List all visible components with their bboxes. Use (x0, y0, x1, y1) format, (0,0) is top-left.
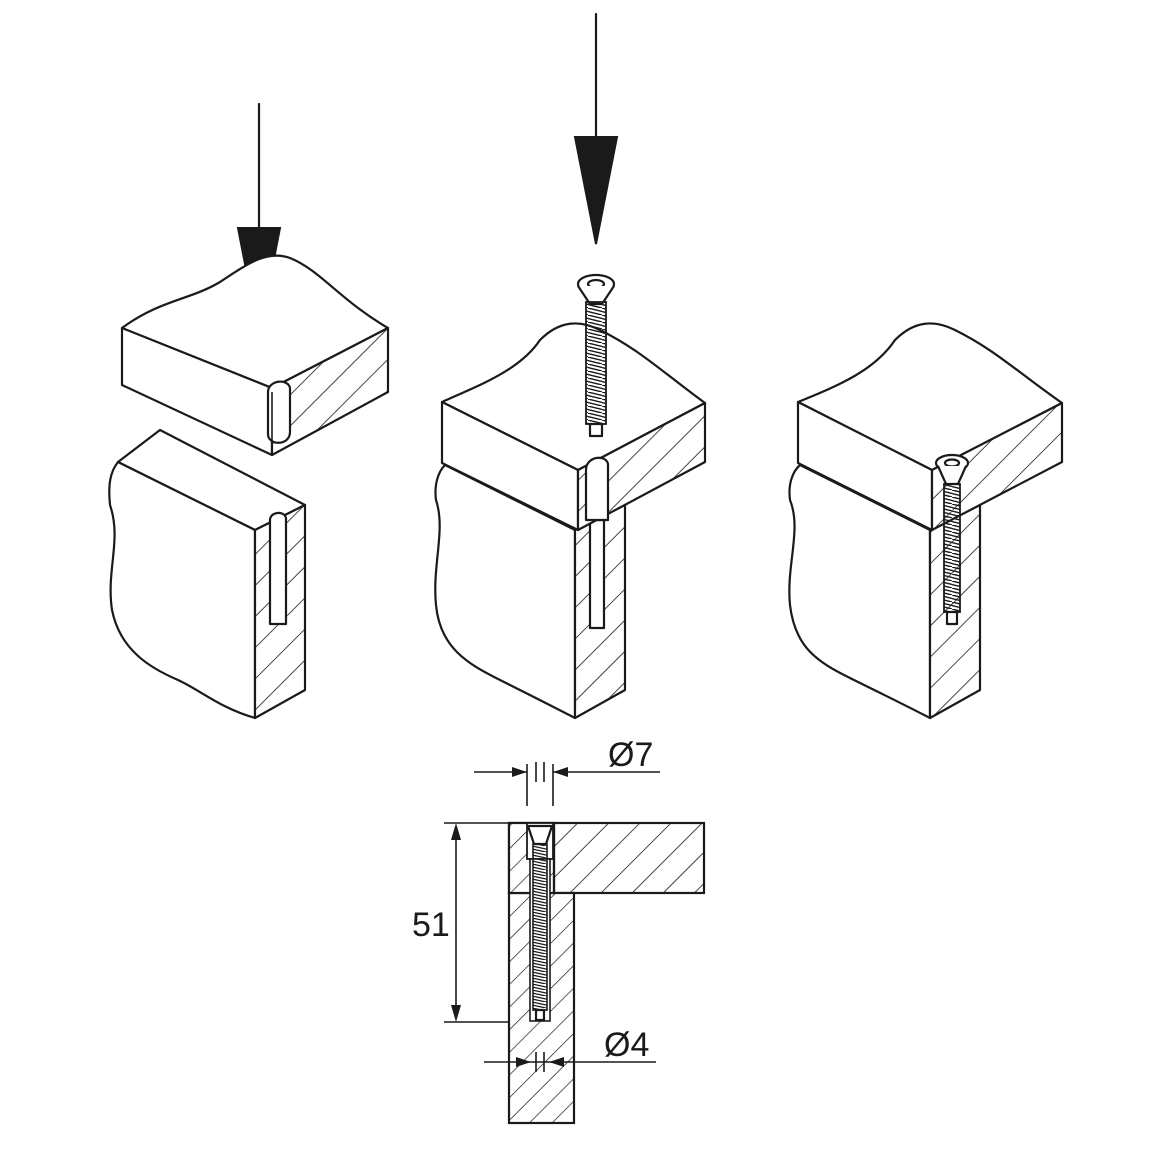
dimension-length: 51 (412, 822, 509, 1023)
step-1-group (108, 102, 390, 720)
section-screw-icon (526, 824, 554, 1022)
step-3-top-board (796, 322, 1064, 532)
step-3-group (788, 322, 1064, 720)
dimension-shank-diameter-label: Ø4 (604, 1026, 649, 1064)
step-2-screw-icon (576, 273, 616, 438)
dimension-shank-diameter: Ø4 (484, 1026, 656, 1072)
step-1-top-board (120, 254, 390, 457)
cross-section-group: Ø7 51 Ø4 (412, 736, 706, 1125)
dimension-head-diameter: Ø7 (474, 736, 660, 806)
step-3-screw-icon (934, 453, 970, 626)
step-3-bottom-board (788, 463, 982, 720)
step-2-top-board (440, 322, 707, 532)
step-2-group (434, 12, 707, 720)
dimension-head-diameter-label: Ø7 (608, 736, 653, 774)
step-1-bottom-board (108, 428, 307, 720)
dimension-length-label: 51 (412, 906, 450, 944)
step-2-arrow-icon (573, 12, 619, 245)
